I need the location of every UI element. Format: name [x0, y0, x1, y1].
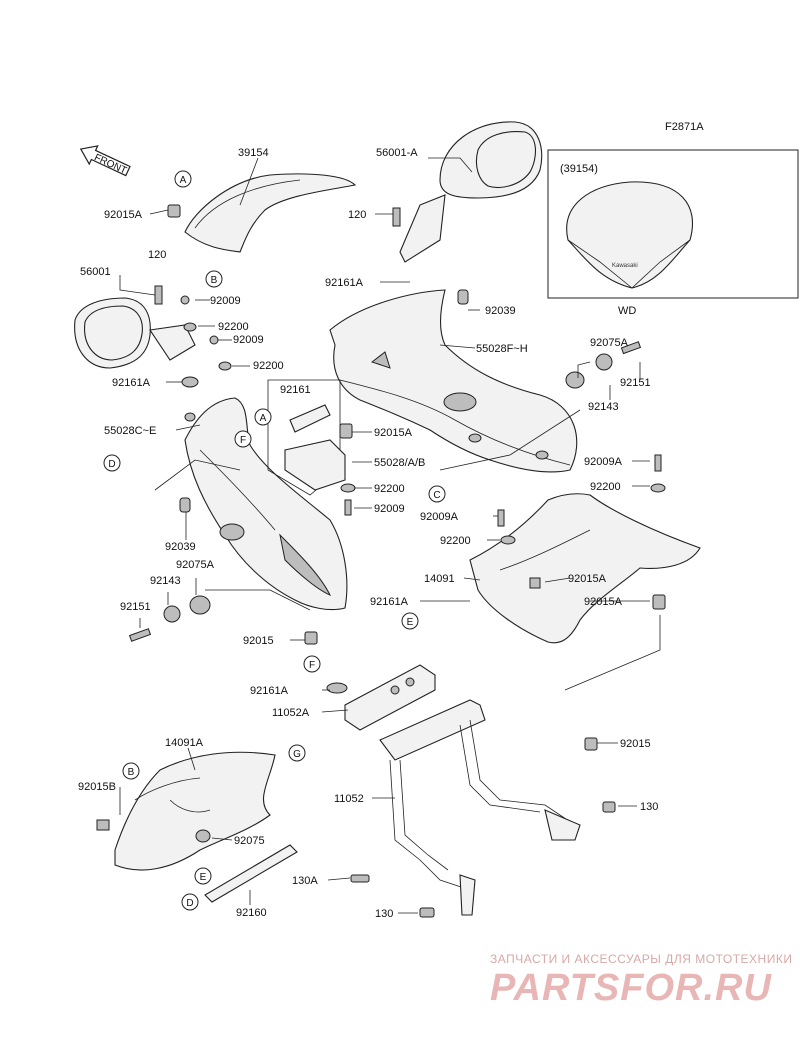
cowl-upper-left [184, 397, 348, 611]
part-labels: 39154 56001-A 92015A 120 120 56001 92009… [78, 147, 658, 920]
inset-part-label: (39154) [560, 163, 598, 175]
label-56001: 56001 [80, 266, 111, 278]
inset-box: (39154) Kawasaki WD [547, 149, 799, 317]
front-arrow-icon: FRONT [79, 145, 131, 177]
mirror-56001 [74, 297, 196, 369]
label-92161A-left: 92161A [112, 377, 151, 389]
callout-A2: A [254, 408, 272, 426]
cowl-upper-right [329, 289, 578, 473]
label-56001A: 56001-A [376, 147, 418, 159]
label-120-top: 120 [348, 209, 366, 221]
label-130A: 130A [292, 875, 318, 887]
label-92039-top: 92039 [485, 305, 516, 317]
label-11052: 11052 [334, 793, 364, 805]
label-92009-1: 92009 [210, 295, 241, 307]
windscreen-39154 [184, 173, 357, 253]
label-14091A: 14091A [165, 737, 204, 749]
label-92200-1: 92200 [218, 321, 249, 333]
label-14091: 14091 [424, 573, 455, 585]
label-55028AB: 55028/A/B [374, 457, 425, 469]
figure-code: F2871A [665, 121, 704, 133]
label-92015A-top: 92015A [104, 209, 143, 221]
label-92009A-right: 92009A [584, 456, 623, 468]
watermark-tagline: ЗАПЧАСТИ И АКСЕССУАРЫ ДЛЯ МОТОТЕХНИКИ [490, 952, 792, 966]
label-130-right: 130 [640, 801, 658, 813]
label-55028C-E: 55028C~E [104, 425, 156, 437]
svg-text:D: D [186, 898, 193, 909]
label-92009-2: 92009 [233, 334, 264, 346]
label-92015B: 92015B [78, 781, 116, 793]
label-92161A-top: 92161A [325, 277, 364, 289]
front-label: FRONT [92, 152, 128, 177]
label-92015A-r1: 92015A [568, 573, 607, 585]
svg-text:C: C [433, 490, 440, 501]
label-92151-right: 92151 [620, 377, 651, 389]
bar-92160 [204, 844, 298, 903]
label-55028F-H: 55028F~H [476, 343, 528, 355]
panel-14091A [114, 751, 276, 871]
watermark-logo: PARTSFOR.RU [490, 967, 772, 1009]
label-92143-left: 92143 [150, 575, 181, 587]
fastener-set [96, 204, 666, 918]
callout-E1: E [401, 612, 419, 630]
label-92161: 92161 [280, 384, 311, 396]
label-92075: 92075 [234, 835, 265, 847]
callout-C1: C [428, 485, 446, 503]
svg-text:E: E [200, 872, 207, 883]
label-92015-mid: 92015 [243, 635, 274, 647]
callout-E2: E [194, 867, 212, 885]
callout-D1: D [103, 454, 121, 472]
label-92161A-mid: 92161A [370, 596, 409, 608]
label-92075A-left: 92075A [176, 559, 215, 571]
label-39154: 39154 [238, 147, 269, 159]
stay-11052 [379, 699, 581, 916]
watermark: ЗАПЧАСТИ И АКСЕССУАРЫ ДЛЯ МОТОТЕХНИКИ PA… [490, 952, 792, 1009]
callout-B2: B [122, 762, 140, 780]
label-92039-left: 92039 [165, 541, 196, 553]
label-92151-left: 92151 [120, 601, 151, 613]
label-120-left: 120 [148, 249, 166, 261]
label-92160: 92160 [236, 907, 267, 919]
svg-text:A: A [180, 175, 187, 186]
label-92200-mid: 92200 [374, 483, 405, 495]
inset-emblem: Kawasaki [612, 263, 638, 269]
callout-G1: G [288, 744, 306, 762]
callout-F1: F [234, 430, 252, 448]
leader-lines [119, 157, 661, 914]
callout-circles: A B A F D C E F G B E D [103, 170, 446, 911]
svg-text:E: E [407, 617, 414, 628]
mirror-56001A [399, 121, 543, 263]
label-92200-mid2: 92200 [440, 535, 471, 547]
callout-A1: A [174, 170, 192, 188]
label-92075A-right: 92075A [590, 337, 629, 349]
callout-F2: F [303, 655, 321, 673]
inner-panel-55028AB [267, 379, 346, 496]
inset-caption: WD [618, 305, 636, 317]
label-11052A: 11052A [272, 707, 310, 719]
svg-text:D: D [108, 459, 115, 470]
label-92015A-r2: 92015A [584, 596, 623, 608]
label-92161A-low: 92161A [250, 685, 289, 697]
bracket-11052A [344, 664, 436, 731]
svg-text:B: B [128, 767, 135, 778]
svg-text:G: G [293, 749, 301, 760]
svg-text:A: A [260, 413, 267, 424]
label-92200-right: 92200 [590, 481, 621, 493]
label-92015-right: 92015 [620, 738, 651, 750]
inset-windscreen [566, 181, 694, 289]
svg-text:F: F [309, 660, 315, 671]
svg-text:B: B [211, 275, 218, 286]
callout-B1: B [205, 270, 223, 288]
label-92015A-mid: 92015A [374, 427, 413, 439]
label-92009A-mid: 92009A [420, 511, 459, 523]
label-92143-right: 92143 [588, 401, 619, 413]
label-92200-2: 92200 [253, 360, 284, 372]
svg-text:F: F [240, 435, 246, 446]
label-130-bottom: 130 [375, 908, 393, 920]
panel-14091 [469, 493, 701, 644]
callout-D2: D [181, 893, 199, 911]
label-92009-mid: 92009 [374, 503, 405, 515]
